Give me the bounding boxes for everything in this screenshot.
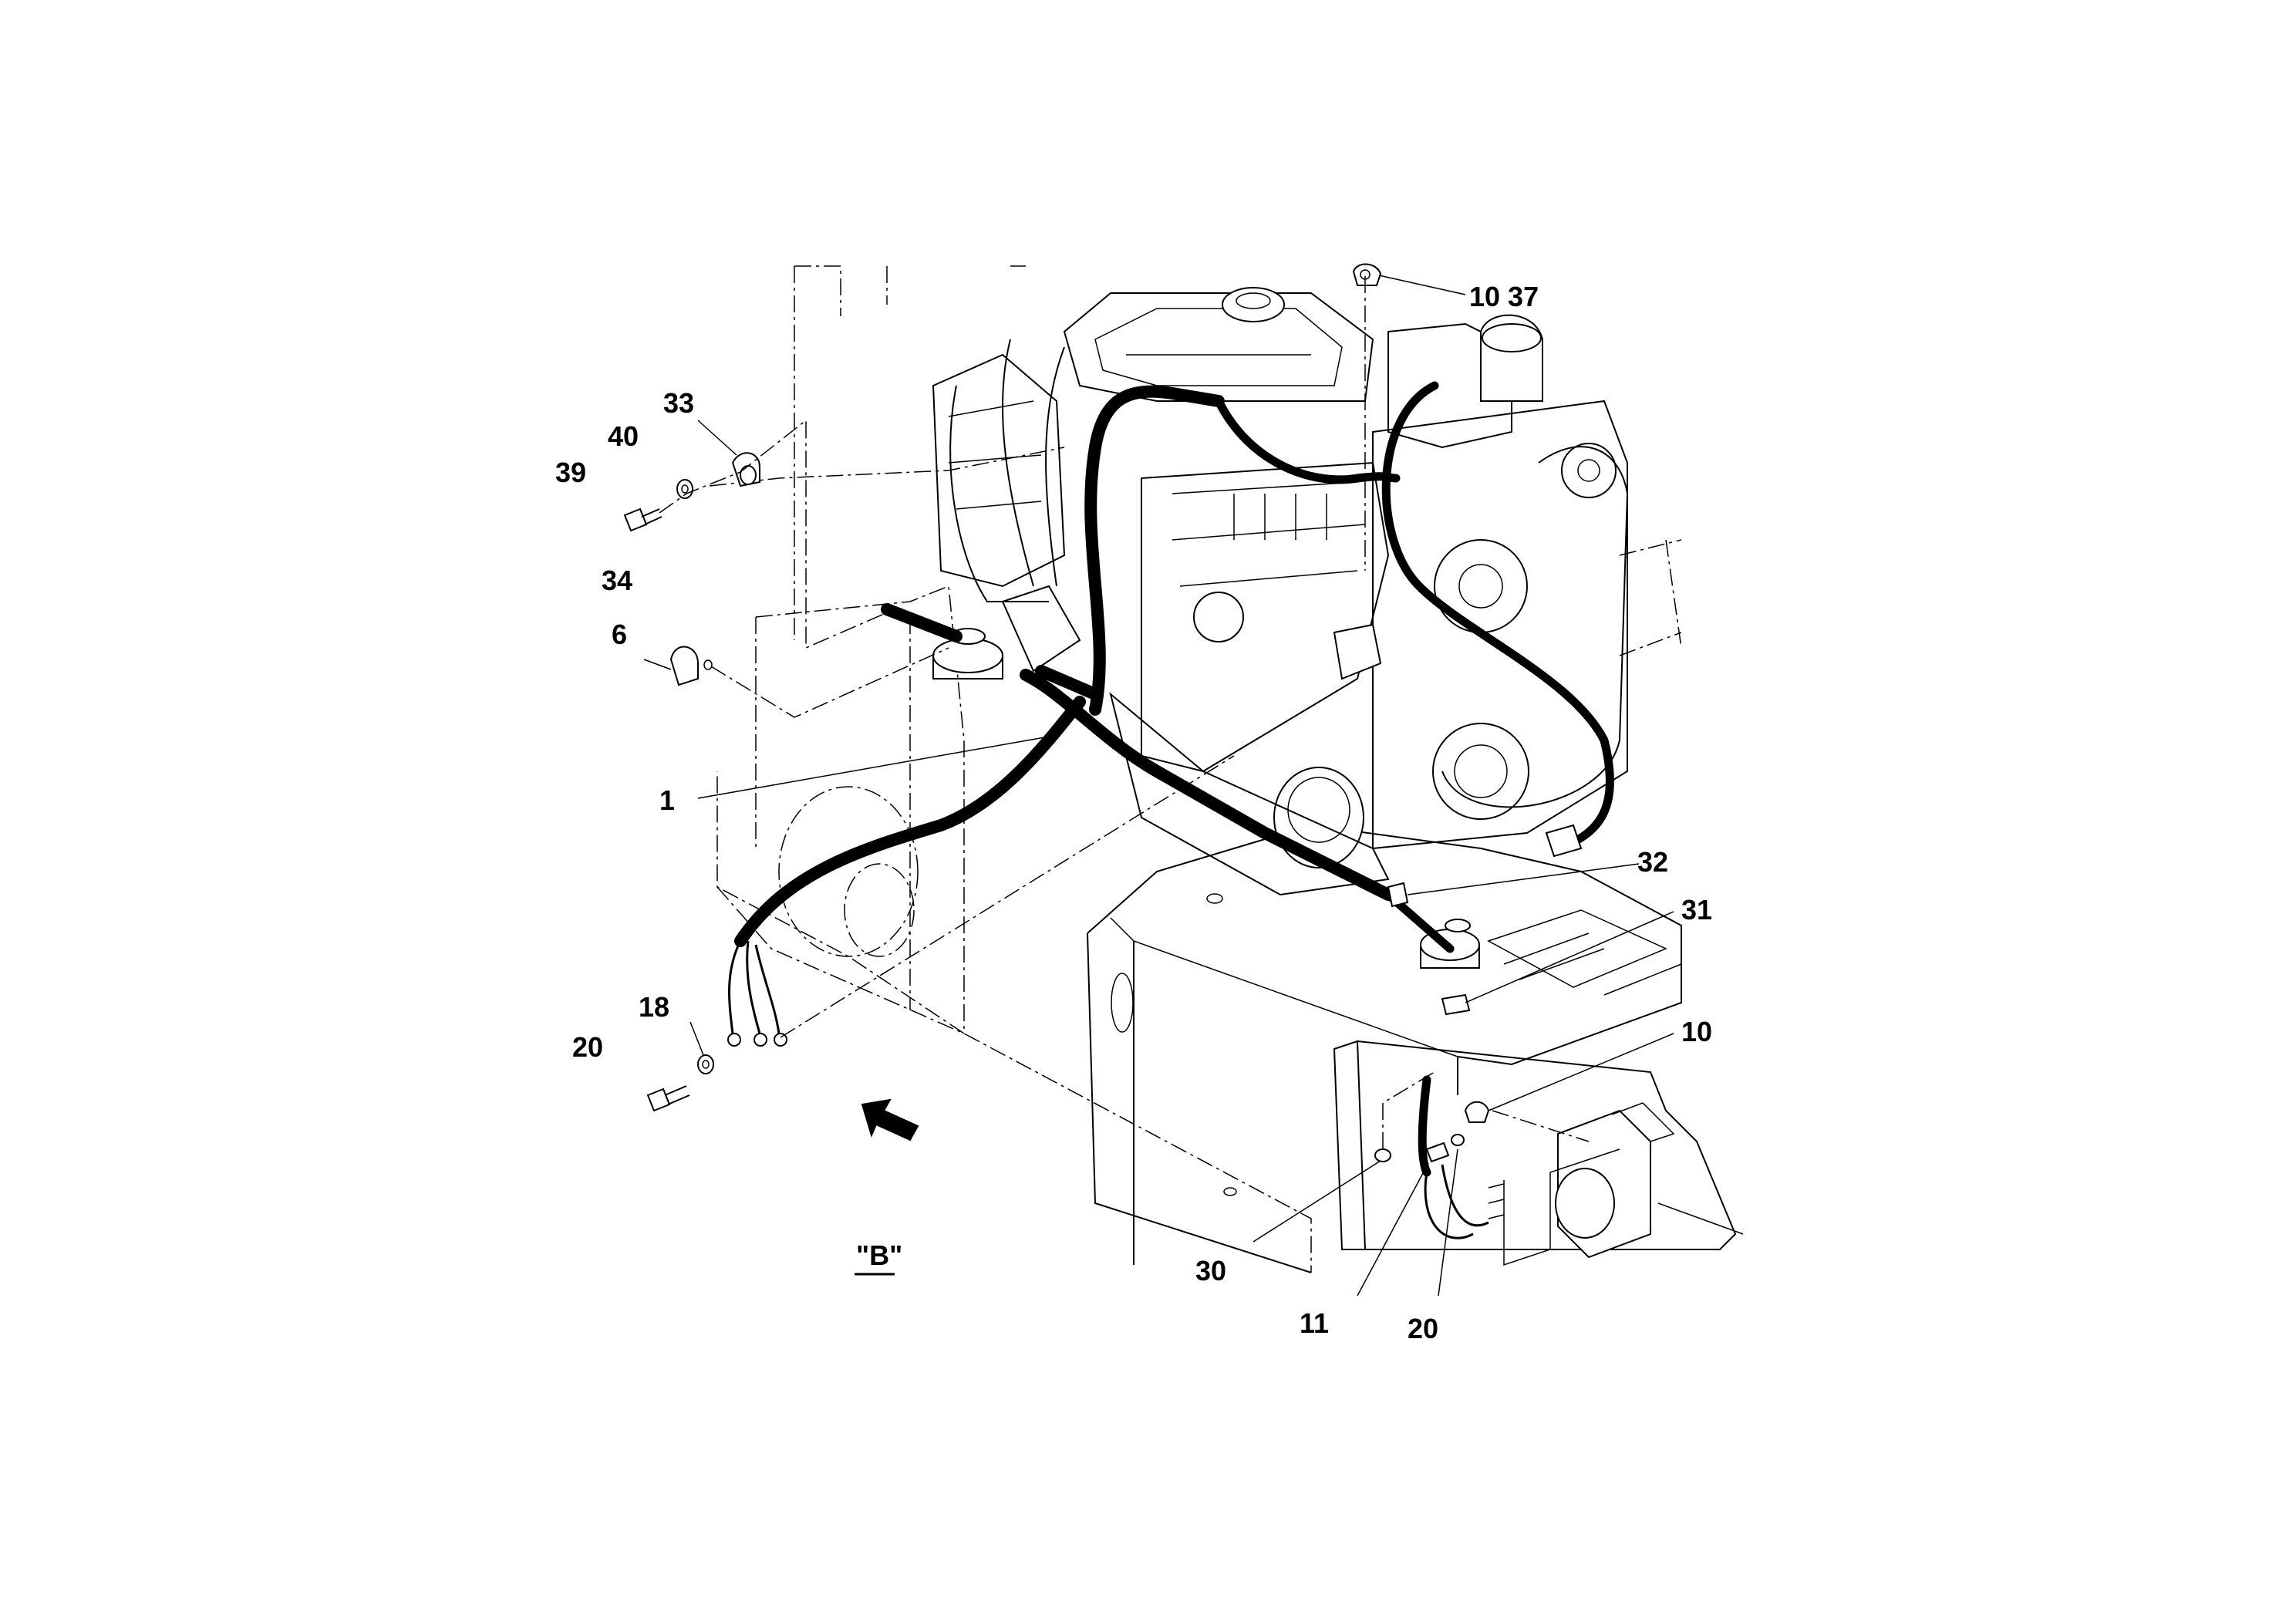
callout-40: 40 [608,420,639,452]
callout-33: 33 [663,387,694,419]
callout-10-37: 10 37 [1469,281,1539,312]
callout-11: 11 [1300,1307,1329,1339]
leader-lines [643,275,1674,1297]
callout-30: 30 [1195,1255,1226,1286]
wire-harness [727,381,1614,1239]
callout-39: 39 [555,457,586,488]
callout-labels: 10 37 33 40 39 34 6 1 32 31 10 18 20 30 … [555,281,1712,1344]
engine-assembly [932,287,1629,969]
callout-10: 10 [1681,1016,1712,1047]
hardware-parts [623,263,1675,1266]
callout-6: 6 [612,619,627,650]
callout-31: 31 [1681,894,1712,926]
view-label: "B" [856,1239,902,1271]
view-direction-arrow [861,1098,919,1141]
callout-34: 34 [602,565,632,596]
callout-20-bottom: 20 [1408,1313,1438,1344]
callout-1: 1 [659,784,675,816]
view-label-group: "B" [855,1239,902,1276]
callout-32: 32 [1637,846,1668,878]
callout-18: 18 [639,991,669,1023]
machine-frame [709,265,1744,1273]
callout-20-left: 20 [572,1031,603,1063]
